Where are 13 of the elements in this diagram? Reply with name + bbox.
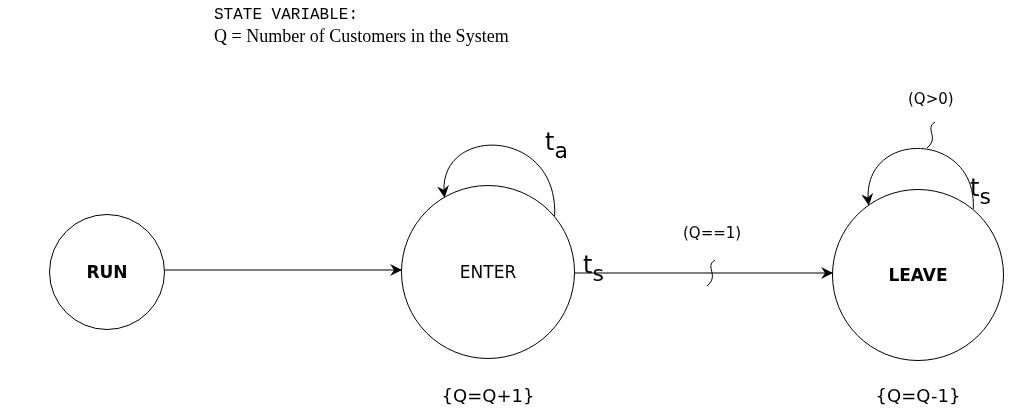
diagram-title: STATE VARIABLE: [214,6,359,24]
note-text: (Q>0) [908,90,954,108]
state-change-text: {Q=Q-1} [875,385,961,406]
state-change-text: {Q=Q+1} [441,385,535,406]
arrow [164,264,402,276]
note-text: Q = Number of Customers in the System [214,26,509,47]
note-text: (Q==1) [683,224,742,242]
arrow [438,144,556,217]
state-name: ENTER [459,262,517,282]
arrow [862,147,974,210]
state-name: RUN [86,262,128,282]
state-name: LEAVE [888,265,948,285]
arrow [574,267,833,279]
